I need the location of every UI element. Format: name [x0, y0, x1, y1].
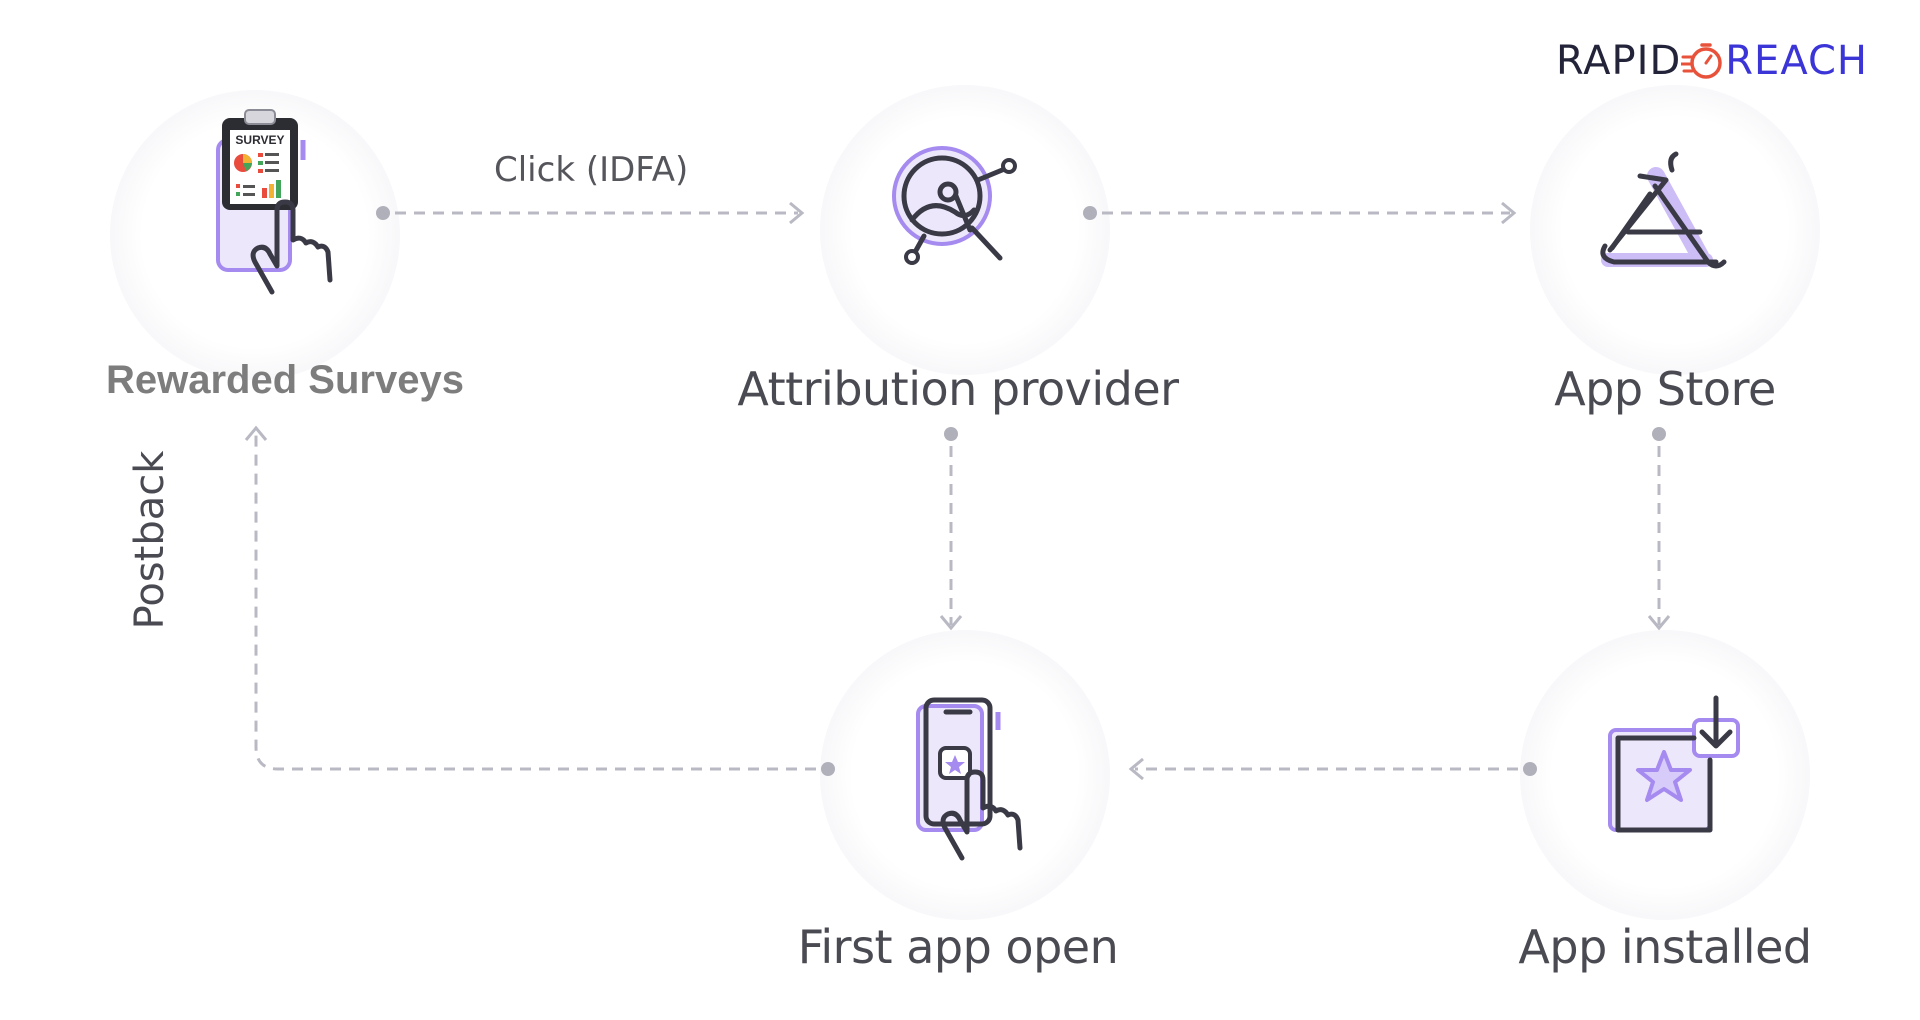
connector-dot [376, 206, 390, 220]
first-app-open-label: First app open [797, 920, 1119, 974]
brand-logo-right: REACH [1725, 38, 1868, 84]
connector-dot [1083, 206, 1097, 220]
svg-text:SURVEY: SURVEY [235, 133, 284, 147]
stopwatch-icon [1681, 43, 1723, 79]
connector-dot [821, 762, 835, 776]
arrow-head [1128, 757, 1144, 781]
rewarded-surveys-label: Rewarded Surveys [106, 358, 464, 402]
arrow-head [1501, 201, 1517, 225]
arrow-head [1647, 615, 1671, 631]
brand-logo: RAPID REACH [1556, 38, 1868, 84]
postback-label: Postback [127, 450, 173, 630]
click-idfa-label: Click (IDFA) [494, 150, 689, 190]
app-store-label: App Store [1554, 362, 1776, 416]
connector-dot [1523, 762, 1537, 776]
connector-postback [254, 432, 816, 771]
attribution-provider-label: Attribution provider [737, 362, 1179, 416]
arrow-head [789, 201, 805, 225]
app-installed-label: App installed [1518, 920, 1812, 974]
arrow-head [939, 615, 963, 631]
arrow-head [244, 425, 268, 441]
connector-dot [944, 427, 958, 441]
brand-logo-left: RAPID [1556, 38, 1682, 84]
connector-dot [1652, 427, 1666, 441]
